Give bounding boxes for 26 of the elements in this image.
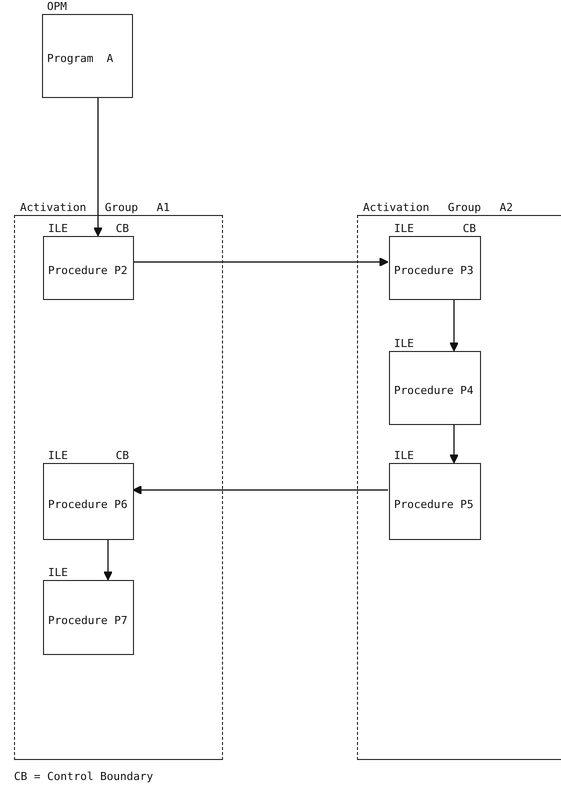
arrow — [132, 485, 388, 495]
box-heading: CB — [462, 222, 476, 236]
arrow — [133, 257, 388, 267]
arrow — [103, 540, 113, 580]
box-text: Procedure P6 — [48, 498, 128, 512]
box-heading: Activation Group A1 — [20, 201, 170, 215]
box-heading: CB — [116, 449, 129, 463]
box-heading: OPM — [47, 0, 67, 14]
footnote: CB = Control Boundary — [14, 770, 154, 784]
box-heading: ILE — [394, 222, 414, 236]
box-text: Procedure P4 — [394, 384, 474, 398]
box-heading: ILE — [48, 566, 68, 580]
box-text: Program A — [47, 52, 114, 66]
box-heading: ILE — [48, 222, 68, 236]
box-heading: ILE — [394, 337, 414, 351]
box-heading: Activation Group A2 — [363, 201, 513, 215]
arrow — [449, 425, 459, 464]
arrow — [93, 98, 103, 236]
box-heading: ILE — [48, 449, 68, 463]
box-text: Procedure P3 — [394, 264, 474, 278]
box-heading: CB — [116, 222, 129, 236]
box-text: Procedure P2 — [48, 264, 128, 278]
box-text: Procedure P7 — [48, 614, 128, 628]
box-text: Procedure P5 — [394, 498, 474, 512]
arrow — [449, 300, 459, 352]
box-heading: ILE — [394, 449, 414, 463]
